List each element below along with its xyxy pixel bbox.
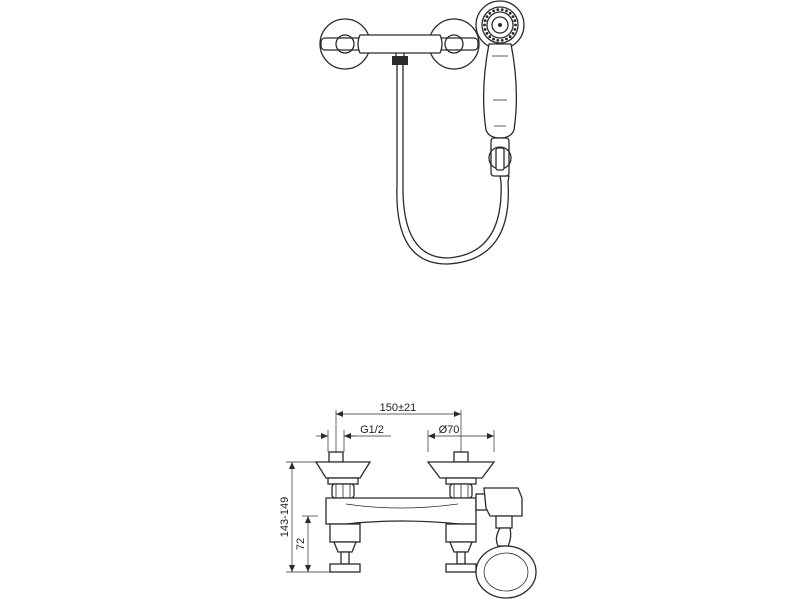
left-handle [314, 451, 372, 499]
nozzle [488, 11, 492, 15]
thread-label: G1/2 [360, 424, 384, 436]
top-view [319, 0, 525, 265]
nozzle [513, 27, 517, 31]
left-inlet [329, 523, 361, 573]
nozzle [492, 9, 495, 13]
diameter-dimension: Ø70 [428, 424, 494, 439]
nozzle [492, 37, 495, 41]
right-handle [426, 451, 496, 499]
front-hand-shower [475, 527, 537, 599]
nozzle [505, 37, 508, 41]
nozzle [511, 31, 515, 35]
nozzle [508, 35, 512, 39]
nozzle [508, 11, 512, 15]
nozzle [485, 15, 489, 19]
height-range-label: 143-149 [279, 497, 291, 537]
height-label: 72 [295, 538, 307, 550]
left-rosette [319, 18, 371, 70]
hose-outlet [392, 53, 408, 65]
hand-shower-handle [482, 43, 518, 139]
diameter-label: Ø70 [439, 424, 460, 436]
height-dimension: 72 [295, 516, 311, 572]
nozzle [496, 38, 500, 42]
wall-holder [488, 137, 512, 177]
nozzle [500, 38, 504, 42]
nozzle [500, 8, 504, 12]
nozzle [485, 31, 489, 35]
nozzle [483, 27, 487, 31]
nozzle [483, 23, 486, 27]
height-range-dimension: 143-149 [279, 462, 295, 572]
mixer-front-body [325, 497, 477, 525]
nozzle [496, 8, 500, 12]
nozzle [511, 15, 515, 19]
front-view: 150±21 G1/2 Ø70 143-149 72 [279, 402, 537, 599]
front-shower-holder [475, 487, 523, 529]
mixer-body [357, 34, 443, 54]
nozzle [505, 9, 508, 13]
nozzle [513, 19, 517, 23]
nozzle [488, 35, 492, 39]
shower-hose [396, 65, 509, 265]
spacing-dimension: 150±21 [336, 402, 461, 417]
nozzle [514, 23, 517, 27]
thread-dimension: G1/2 [316, 424, 391, 439]
nozzle [483, 19, 487, 23]
right-inlet [445, 523, 477, 573]
hand-shower-head [475, 0, 525, 50]
spacing-label: 150±21 [380, 402, 417, 414]
